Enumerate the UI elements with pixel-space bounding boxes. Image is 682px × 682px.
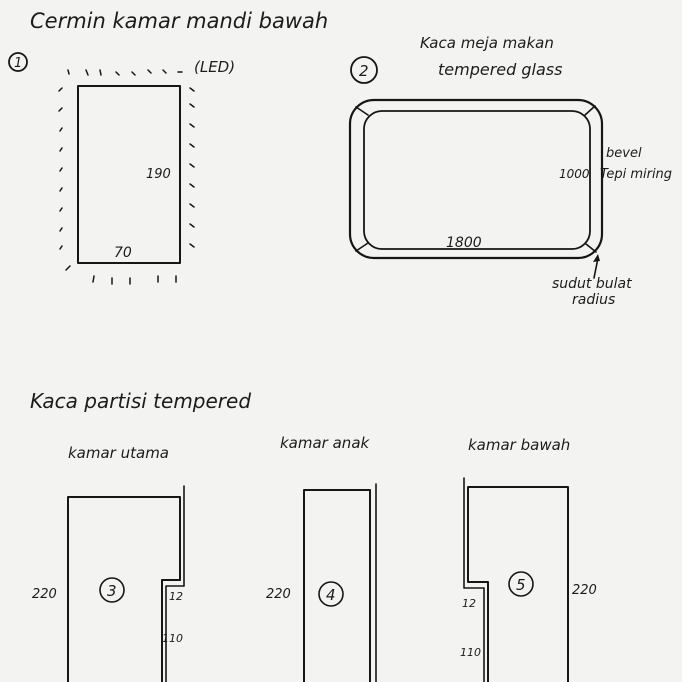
item1-height: 190 <box>146 167 171 182</box>
partition-5-notch: 12 <box>462 597 476 610</box>
glass-inner-edge <box>363 110 591 250</box>
partition-3-height: 220 <box>32 587 57 602</box>
partition-5: kamar bawah 5 220 12 110 <box>460 436 597 682</box>
item2-table-glass: Kaca meja makan tempered glass 2 1000 be… <box>348 34 672 308</box>
item2-depth: 1000 <box>559 167 590 181</box>
item1-number: 1 <box>14 56 22 71</box>
partition-4-height: 220 <box>266 587 291 602</box>
partition-3: kamar utama 220 3 12 110 <box>32 444 185 682</box>
partition-3-lower: 110 <box>162 632 183 645</box>
partition-4-label: kamar anak <box>280 434 371 452</box>
partition-5-edge <box>463 477 485 682</box>
glass-outer-edge <box>348 98 604 260</box>
led-light-ticks <box>58 69 195 285</box>
item2-corner-line2: radius <box>572 292 615 308</box>
partition-5-lower: 110 <box>460 646 481 659</box>
item2-corner-line1: sudut bulat <box>552 276 632 292</box>
bevel-corner-lines <box>355 105 597 253</box>
item1-mirror: 1 (LED) 190 70 <box>8 52 235 285</box>
partition-4: kamar anak 220 4 <box>266 434 377 682</box>
item2-bevel: bevel <box>606 146 642 161</box>
partition-3-label: kamar utama <box>68 444 169 462</box>
item1-width: 70 <box>114 245 132 261</box>
item2-number: 2 <box>359 62 369 80</box>
partition-4-number: 4 <box>326 586 336 604</box>
partition-3-notch: 12 <box>169 590 183 603</box>
partition-5-height: 220 <box>572 583 597 598</box>
partition-5-number: 5 <box>516 576 526 594</box>
partition-3-outline <box>67 496 181 682</box>
item1-led-note: (LED) <box>194 58 235 76</box>
partition-5-label: kamar bawah <box>468 436 570 454</box>
partition-3-number: 3 <box>107 582 117 600</box>
item2-title-line2: tempered glass <box>438 60 562 79</box>
partition-4-outline <box>303 489 371 682</box>
partition-4-number-circle <box>318 581 344 607</box>
item2-bevel-sub: Tepi miring <box>600 167 672 182</box>
corner-radius-arrow <box>593 254 600 279</box>
item1-number-circle <box>8 52 28 72</box>
item2-number-circle <box>350 56 378 84</box>
heading-partition: Kaca partisi tempered <box>30 389 251 413</box>
partition-3-edge <box>165 485 185 682</box>
partition-3-number-circle <box>99 577 125 603</box>
item2-length: 1800 <box>446 235 482 251</box>
partition-5-outline <box>467 486 569 682</box>
item2-title-line1: Kaca meja makan <box>420 34 554 52</box>
partition-5-number-circle <box>508 571 534 597</box>
heading-mirror: Cermin kamar mandi bawah <box>30 9 328 33</box>
mirror-outline <box>77 85 181 264</box>
